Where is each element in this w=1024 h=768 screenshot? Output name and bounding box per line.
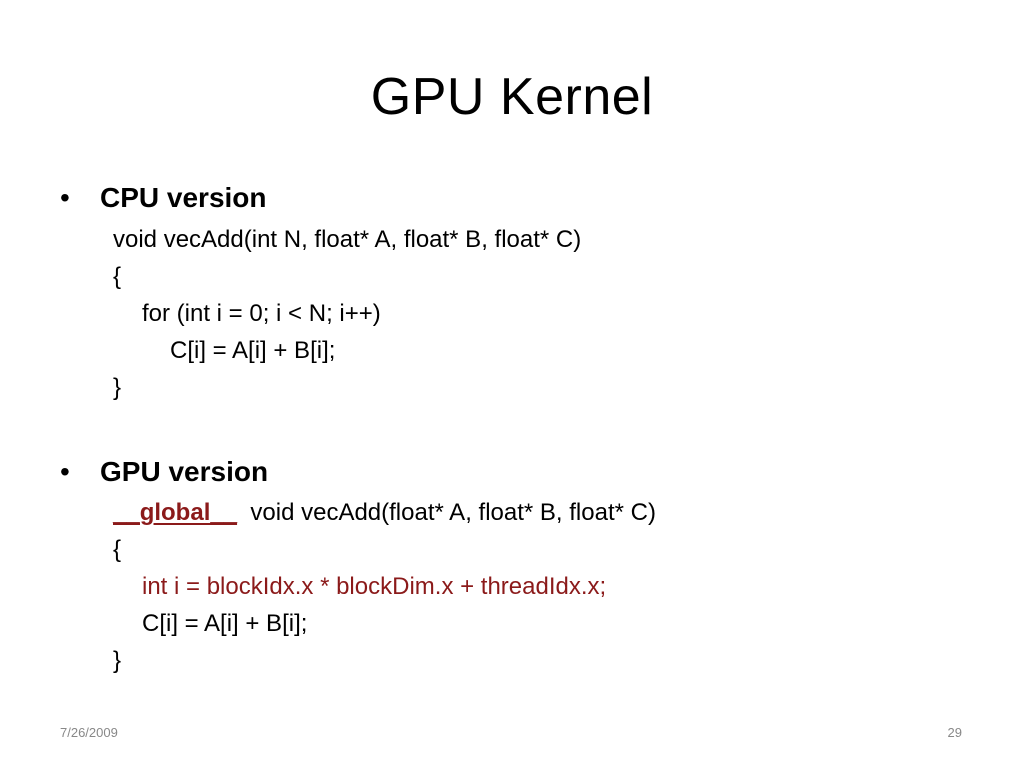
footer-date: 7/26/2009 bbox=[60, 725, 118, 740]
gpu-code-line: } bbox=[113, 647, 122, 674]
cpu-code-line: { bbox=[113, 263, 122, 290]
gpu-version-heading: GPU version bbox=[100, 456, 269, 487]
bullet-gpu-version: • GPU version bbox=[60, 456, 268, 488]
global-qualifier: __global__ bbox=[113, 499, 238, 526]
gpu-code-line: C[i] = A[i] + B[i]; bbox=[142, 610, 308, 637]
gpu-signature-text: void vecAdd(float* A, float* B, float* C… bbox=[237, 499, 656, 526]
bullet-cpu-version: • CPU version bbox=[60, 182, 267, 214]
cpu-code-line: void vecAdd(int N, float* A, float* B, f… bbox=[113, 226, 582, 253]
cpu-version-heading: CPU version bbox=[100, 182, 267, 213]
cpu-code-line: for (int i = 0; i < N; i++) bbox=[142, 300, 381, 327]
bullet-dot-icon: • bbox=[60, 182, 70, 213]
footer-page-number: 29 bbox=[947, 725, 962, 740]
gpu-kernel-signature: __global__ void vecAdd(float* A, float* … bbox=[113, 498, 656, 528]
gpu-code-line: { bbox=[113, 536, 122, 563]
cpu-code-line: } bbox=[113, 374, 122, 401]
cpu-code-line: C[i] = A[i] + B[i]; bbox=[170, 337, 336, 364]
gpu-thread-index-line: int i = blockIdx.x * blockDim.x + thread… bbox=[142, 573, 607, 600]
slide-title: GPU Kernel bbox=[370, 68, 654, 126]
bullet-dot-icon: • bbox=[60, 456, 70, 487]
